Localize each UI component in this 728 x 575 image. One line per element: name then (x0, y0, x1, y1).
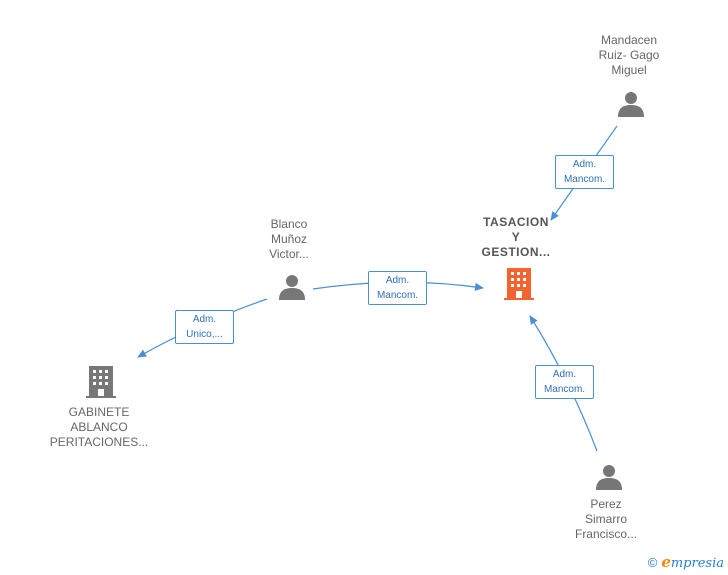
person-icon-blanco (278, 273, 306, 306)
edge-label-blanco-to-gabinete[interactable]: Adm. Unico,... (175, 310, 234, 344)
node-label-mandacen[interactable]: Mandacen Ruiz- Gago Miguel (569, 33, 689, 78)
edge-label-blanco-to-main[interactable]: Adm. Mancom. (368, 271, 427, 305)
node-label-gabinete[interactable]: GABINETE ABLANCO PERITACIONES... (39, 405, 159, 450)
building-icon-gabinete (85, 365, 117, 404)
node-label-line: Simarro (584, 512, 627, 526)
node-label-line: Ruiz- Gago (598, 48, 660, 62)
node-label-line: Muñoz (270, 232, 308, 246)
node-label-main-company[interactable]: TASACION Y GESTION... (456, 215, 576, 260)
brand-logo: empresia (661, 553, 724, 571)
edge-label-line: Adm. (572, 159, 597, 170)
edge-label-line: Adm. (552, 369, 577, 380)
node-label-line: Y (511, 230, 521, 244)
edge-label-line: Adm. (385, 275, 410, 286)
edge-label-perez-to-main[interactable]: Adm. Mancom. (535, 365, 594, 399)
edge-label-line: Unico,... (186, 329, 223, 340)
person-icon-mandacen (617, 90, 645, 123)
brand-name: mpresia (670, 556, 724, 571)
footer-brand: © empresia (648, 553, 724, 571)
person-icon-perez (595, 463, 623, 496)
edge-label-line: Adm. (192, 314, 217, 325)
edge-label-mandacen-to-main[interactable]: Adm. Mancom. (555, 155, 614, 189)
node-label-line: TASACION (483, 215, 549, 229)
node-label-perez[interactable]: Perez Simarro Francisco... (546, 497, 666, 542)
brand-initial: e (661, 553, 671, 571)
node-label-line: Mandacen (600, 33, 658, 47)
building-icon-main (503, 267, 535, 306)
node-label-blanco[interactable]: Blanco Muñoz Victor... (229, 217, 349, 262)
edge-label-line: Mancom. (543, 384, 586, 395)
node-label-line: PERITACIONES... (49, 435, 149, 449)
node-label-line: GABINETE (68, 405, 130, 419)
node-label-line: Francisco... (574, 527, 637, 541)
edge-label-line: Mancom. (563, 174, 606, 185)
copyright-symbol: © (647, 554, 658, 570)
node-label-line: Perez (590, 497, 622, 511)
edge-label-line: Mancom. (376, 290, 419, 301)
node-label-line: Blanco (270, 217, 308, 231)
node-label-line: Miguel (611, 63, 647, 77)
node-label-line: ABLANCO (70, 420, 128, 434)
node-label-line: GESTION... (481, 245, 551, 259)
node-label-line: Victor... (269, 247, 309, 261)
